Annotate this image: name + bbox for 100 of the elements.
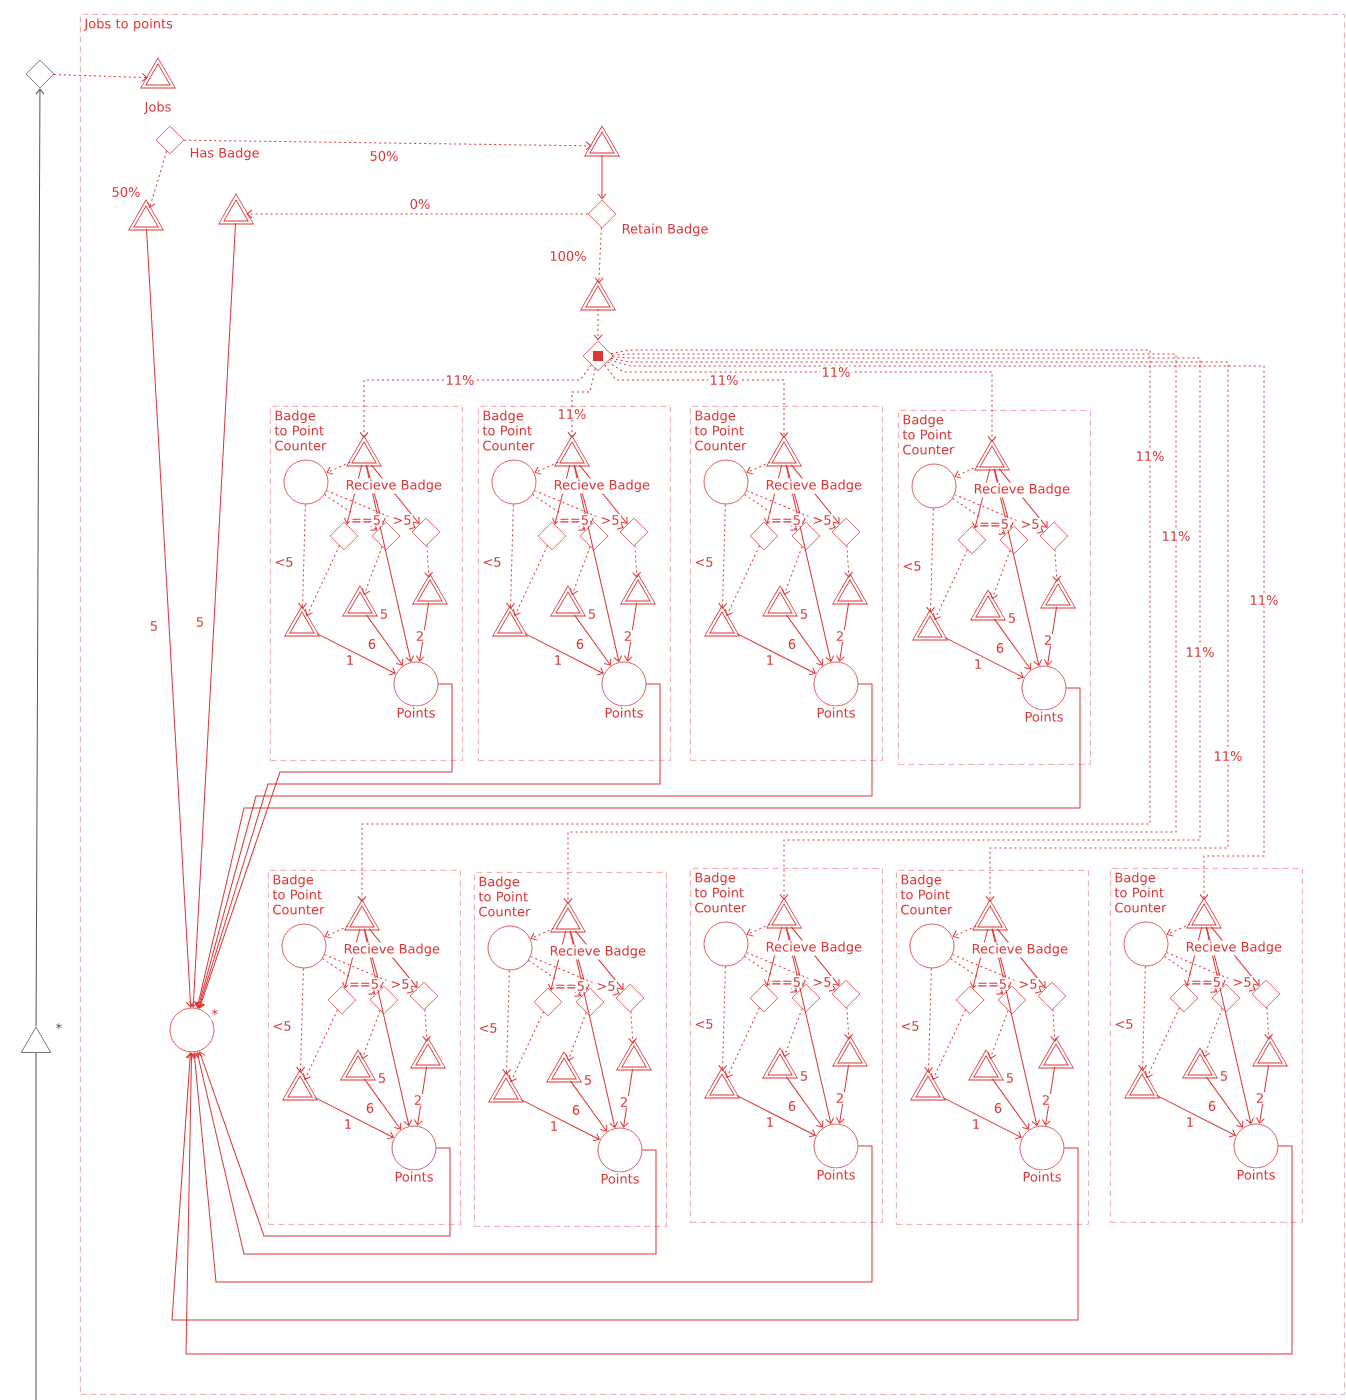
arrow bbox=[520, 1098, 600, 1142]
arrow bbox=[196, 683, 661, 1009]
arrow bbox=[314, 1096, 394, 1140]
pool-circle bbox=[283, 459, 329, 505]
arrow bbox=[363, 1078, 402, 1130]
arrow bbox=[781, 546, 803, 595]
arrow bbox=[359, 1010, 381, 1059]
gate-diamond bbox=[955, 985, 985, 1015]
arrow bbox=[604, 364, 789, 438]
arrow bbox=[736, 632, 816, 676]
gate-diamond bbox=[619, 517, 649, 547]
gate-diamond bbox=[999, 525, 1029, 555]
arrow bbox=[197, 1051, 451, 1237]
arrow bbox=[724, 1007, 760, 1078]
arrow bbox=[746, 923, 771, 937]
arrow bbox=[1050, 1009, 1060, 1042]
gate-diamond bbox=[587, 199, 617, 229]
arrow bbox=[835, 1064, 850, 1124]
pool-circle bbox=[281, 923, 327, 969]
arrow bbox=[413, 1066, 428, 1126]
arrow bbox=[952, 498, 1006, 535]
arrow bbox=[363, 928, 413, 1126]
arrow bbox=[619, 1068, 634, 1128]
arrow bbox=[296, 967, 306, 1073]
arrow bbox=[578, 464, 628, 524]
arrow bbox=[532, 494, 586, 531]
arrow bbox=[146, 228, 195, 1008]
arrow bbox=[597, 154, 607, 200]
arrow bbox=[324, 494, 378, 531]
arrow bbox=[195, 683, 873, 1009]
gate-diamond bbox=[957, 525, 987, 555]
arrow bbox=[1164, 956, 1218, 993]
arrow bbox=[534, 461, 559, 475]
gate-diamond bbox=[1169, 983, 1199, 1013]
arrow bbox=[574, 930, 624, 990]
arrow bbox=[422, 1009, 432, 1042]
arrow bbox=[53, 72, 148, 82]
arrow bbox=[724, 545, 760, 616]
pool-circle bbox=[911, 463, 957, 509]
arrow bbox=[528, 960, 582, 997]
arrow bbox=[1210, 926, 1260, 986]
gate-diamond bbox=[329, 521, 359, 551]
arrow bbox=[744, 494, 798, 531]
gate-diamond bbox=[579, 521, 609, 551]
arrow bbox=[1156, 1094, 1236, 1138]
gate-diamond bbox=[1251, 979, 1281, 1009]
arrow bbox=[1166, 952, 1256, 992]
arrow bbox=[524, 632, 604, 676]
arrow bbox=[316, 632, 396, 676]
arrow bbox=[326, 461, 351, 475]
arrow bbox=[1255, 1064, 1270, 1124]
arrow bbox=[1138, 965, 1148, 1071]
arrow bbox=[926, 507, 936, 613]
arrow bbox=[569, 546, 591, 595]
arrow bbox=[365, 464, 415, 662]
arrow bbox=[365, 614, 404, 666]
arrow bbox=[736, 1094, 816, 1138]
pool-circle bbox=[169, 1007, 215, 1053]
arrow bbox=[502, 969, 512, 1075]
arrow bbox=[924, 967, 934, 1073]
arrow bbox=[950, 958, 1004, 995]
arrow bbox=[623, 602, 638, 662]
arrow bbox=[1201, 1008, 1223, 1057]
arrow bbox=[781, 1008, 803, 1057]
arrow bbox=[357, 349, 1151, 902]
arrow bbox=[565, 1012, 587, 1061]
arrow bbox=[952, 954, 1042, 994]
arrow bbox=[628, 1011, 638, 1044]
arrow bbox=[998, 468, 1048, 528]
gate-diamond bbox=[369, 985, 399, 1015]
arrow bbox=[322, 958, 376, 995]
arrow bbox=[359, 364, 592, 438]
arrow bbox=[573, 614, 612, 666]
arrow bbox=[530, 956, 620, 996]
arrow bbox=[987, 1010, 1009, 1059]
arrow bbox=[508, 1011, 544, 1082]
arrow bbox=[298, 503, 308, 609]
pool-circle bbox=[597, 1127, 643, 1173]
arrow bbox=[534, 490, 624, 530]
arrow bbox=[593, 308, 603, 341]
arrow bbox=[954, 494, 1044, 534]
arrow bbox=[246, 209, 589, 219]
arrow bbox=[304, 545, 340, 616]
gate-diamond bbox=[409, 981, 439, 1011]
arrow bbox=[785, 926, 835, 1124]
arrow bbox=[326, 490, 416, 530]
pool-circle bbox=[703, 921, 749, 967]
gate-diamond bbox=[615, 983, 645, 1013]
arrow bbox=[185, 1052, 1293, 1355]
pool-circle bbox=[393, 661, 439, 707]
arrow bbox=[790, 926, 840, 986]
pool-circle bbox=[1019, 1125, 1065, 1171]
arrow bbox=[368, 928, 418, 988]
gate-diamond bbox=[831, 517, 861, 547]
arrow bbox=[569, 930, 619, 1128]
arrow bbox=[632, 545, 642, 578]
arrow bbox=[718, 965, 728, 1071]
arrow bbox=[171, 1052, 1079, 1321]
gate-diamond bbox=[831, 979, 861, 1009]
arrow bbox=[844, 1007, 854, 1040]
